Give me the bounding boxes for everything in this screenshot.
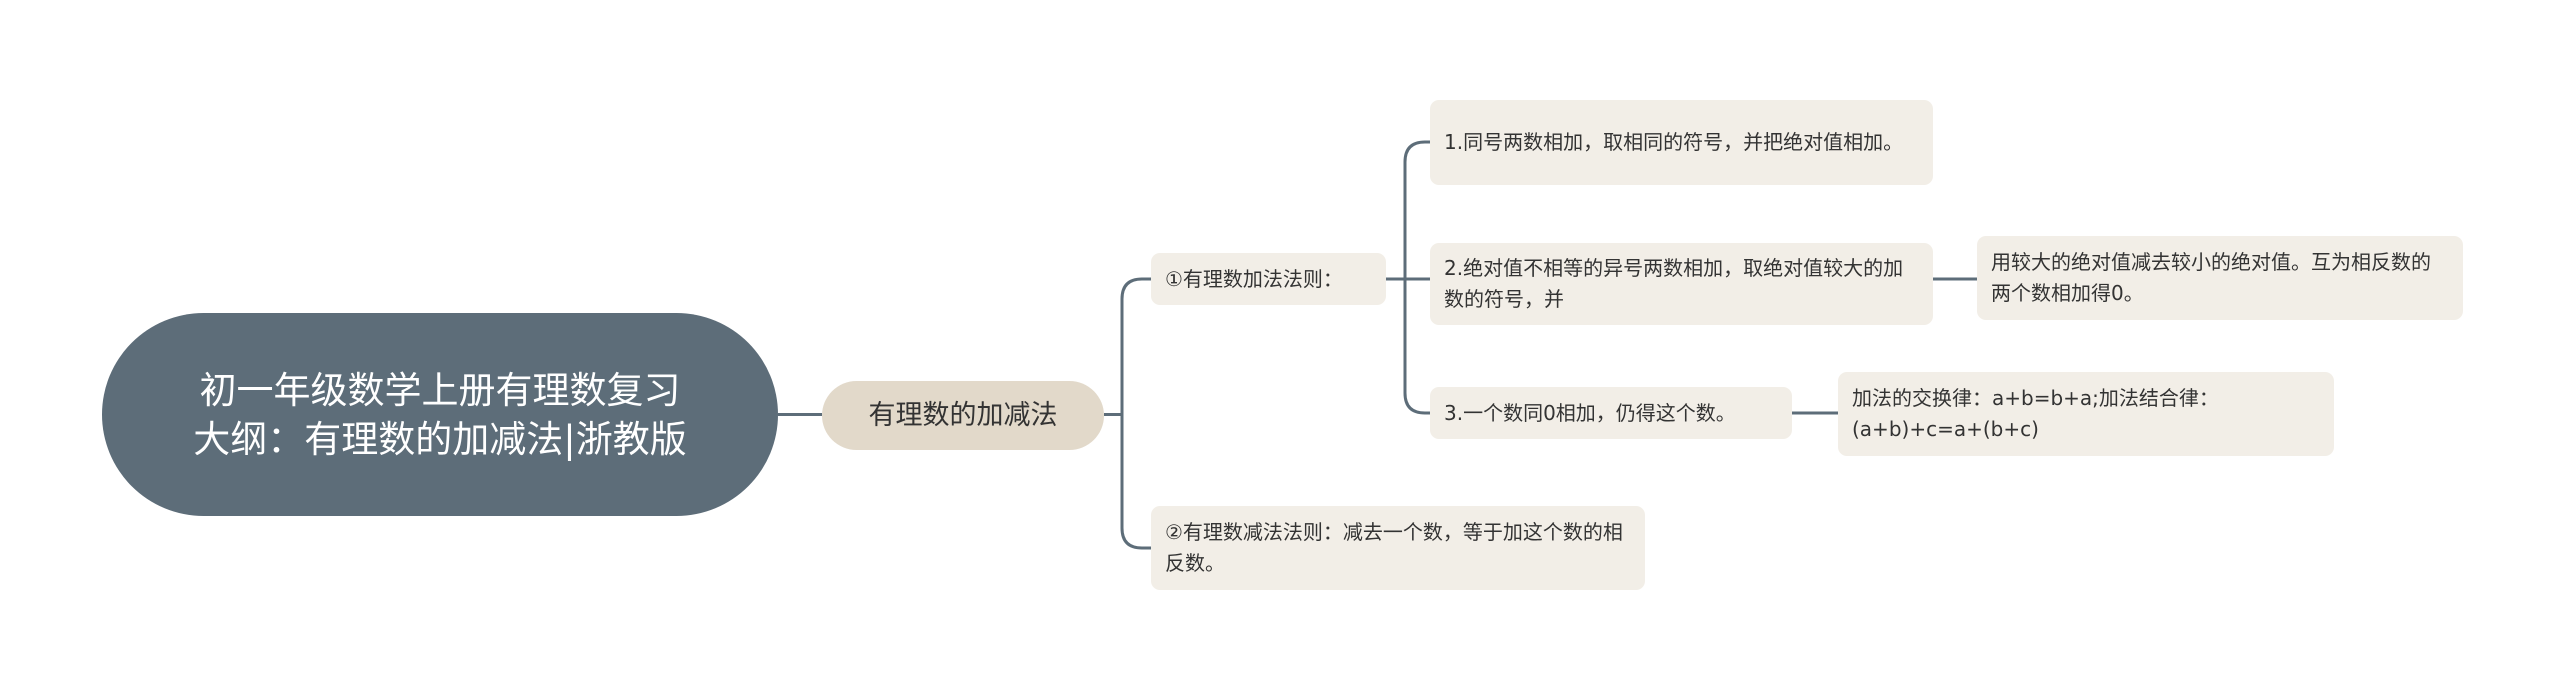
subtraction-rule-node[interactable]: ②有理数减法法则：减去一个数，等于加这个数的相反数。: [1151, 506, 1645, 590]
addition-rule-3-detail-node[interactable]: 加法的交换律：a+b=b+a;加法结合律：(a+b)+c=a+(b+c): [1838, 372, 2334, 456]
subtraction-rule-label: ②有理数减法法则：减去一个数，等于加这个数的相反数。: [1165, 520, 1623, 575]
addition-rule-3-label: 3.一个数同0相加，仍得这个数。: [1444, 400, 1736, 425]
branch-topic-label: 有理数的加减法: [868, 399, 1058, 431]
addition-rule-node[interactable]: ①有理数加法法则：: [1151, 253, 1386, 305]
addition-rule-2-detail-node[interactable]: 用较大的绝对值减去较小的绝对值。互为相反数的两个数相加得0。: [1977, 236, 2463, 320]
addition-rule-1-node[interactable]: 1.同号两数相加，取相同的符号，并把绝对值相加。: [1430, 100, 1933, 185]
connector-addition-to-rule-1: [1403, 140, 1430, 279]
addition-rule-3-detail-label: 加法的交换律：a+b=b+a;加法结合律：(a+b)+c=a+(b+c): [1852, 386, 2219, 441]
connector-branch-to-addition: [1120, 277, 1151, 415]
root-topic-node[interactable]: 初一年级数学上册有理数复习大纲：有理数的加减法|浙教版: [102, 313, 778, 516]
root-topic-label: 初一年级数学上册有理数复习大纲：有理数的加减法|浙教版: [193, 368, 687, 461]
branch-topic-node[interactable]: 有理数的加减法: [822, 381, 1104, 450]
addition-rule-2-node[interactable]: 2.绝对值不相等的异号两数相加，取绝对值较大的加数的符号，并: [1430, 243, 1933, 325]
addition-rule-2-label: 2.绝对值不相等的异号两数相加，取绝对值较大的加数的符号，并: [1444, 256, 1904, 311]
addition-rule-2-detail-label: 用较大的绝对值减去较小的绝对值。互为相反数的两个数相加得0。: [1991, 250, 2431, 305]
connector-branch-to-subtraction: [1120, 414, 1151, 550]
addition-rule-3-node[interactable]: 3.一个数同0相加，仍得这个数。: [1430, 387, 1792, 439]
addition-rule-1-label: 1.同号两数相加，取相同的符号，并把绝对值相加。: [1444, 130, 1904, 154]
addition-rule-label: ①有理数加法法则：: [1165, 266, 1343, 291]
connector-addition-to-rule-3: [1403, 279, 1430, 415]
